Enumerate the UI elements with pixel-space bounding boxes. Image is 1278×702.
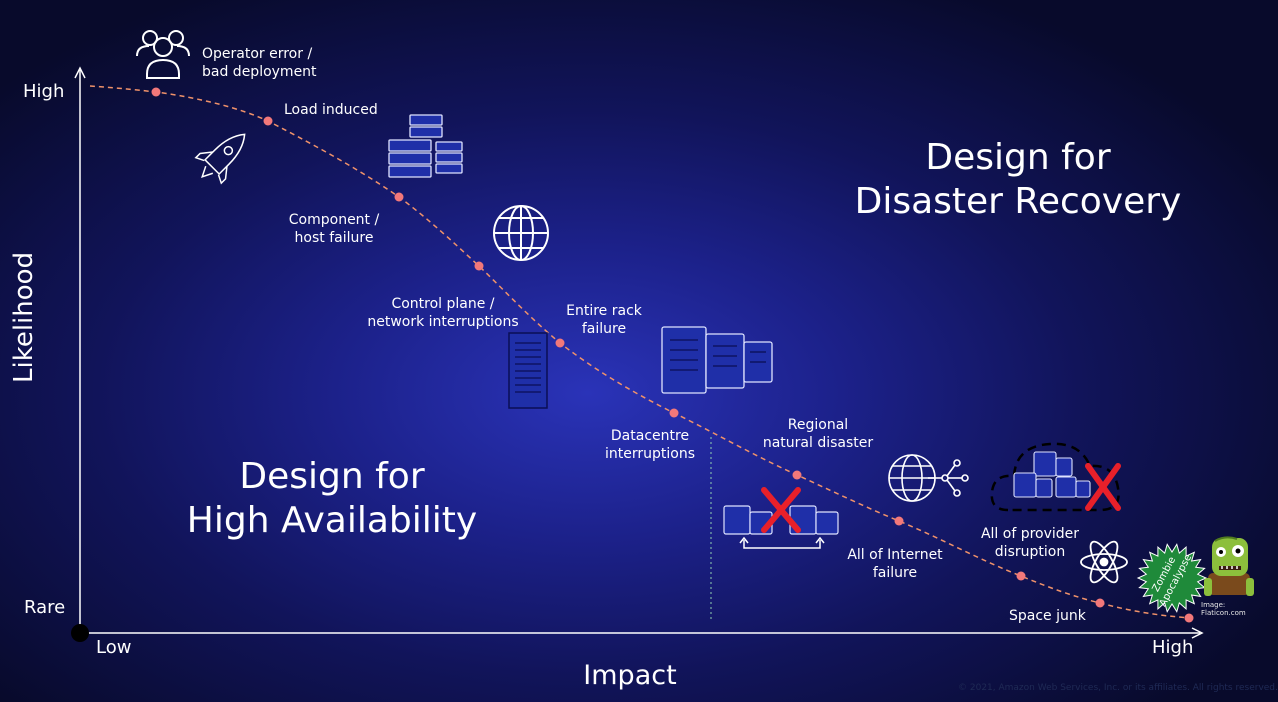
datacenter-cross-icon — [723, 487, 839, 549]
event-label-entire-rack: Entire rack failure — [558, 302, 650, 338]
cloud-cross-icon — [990, 442, 1121, 512]
region-high-availability: Design for High Availability — [166, 455, 498, 543]
event-label-datacentre: Datacentre interruptions — [600, 427, 700, 463]
event-label-line: Regional — [787, 417, 849, 433]
event-label-regional-disaster: Regional natural disaster — [758, 416, 878, 452]
event-label-control-plane: Control plane / network interruptions — [362, 295, 524, 331]
event-label-line: natural disaster — [762, 435, 874, 451]
event-label-line: bad deployment — [202, 64, 317, 80]
event-label-line: Entire rack — [566, 303, 642, 319]
globe-network-icon — [888, 454, 969, 502]
event-label-line: Component / — [288, 212, 380, 228]
event-dot — [894, 516, 904, 526]
users-icon — [136, 30, 190, 79]
event-dot — [555, 338, 565, 348]
zombie-icon — [1204, 536, 1254, 596]
zombie-badge: Zombie Apocalypse — [1136, 543, 1208, 613]
event-label-line: Datacentre — [610, 428, 690, 444]
origin-dot — [71, 624, 89, 642]
event-label-line: All of Internet — [847, 547, 943, 563]
event-label-operator-error: Operator error / bad deployment — [202, 45, 317, 81]
event-label-component-failure: Component / host failure — [278, 211, 390, 247]
event-label-line: failure — [581, 321, 627, 337]
event-dot — [792, 470, 802, 480]
event-dot — [394, 192, 404, 202]
region-right-line-1: Design for — [925, 137, 1111, 178]
event-dot — [1016, 571, 1026, 581]
event-label-space-junk: Space junk — [1009, 607, 1086, 625]
event-dot — [474, 261, 484, 271]
x-axis-arrow — [1191, 627, 1204, 639]
event-label-line: disruption — [994, 544, 1066, 560]
event-label-line: network interruptions — [367, 314, 519, 330]
event-label-line: Control plane / — [391, 296, 495, 312]
event-label-line: host failure — [294, 230, 374, 246]
event-label-line: Operator error / — [202, 46, 313, 62]
rocket-icon — [194, 133, 246, 185]
region-left-line-1: Design for — [239, 456, 425, 497]
event-label-line: failure — [872, 565, 918, 581]
server-stack-icon — [388, 114, 463, 178]
y-rare-label: Rare — [24, 597, 66, 618]
globe-icon — [493, 205, 549, 261]
event-label-load-induced: Load induced — [284, 101, 378, 119]
y-high-label: High — [23, 81, 65, 102]
x-low-label: Low — [96, 637, 132, 658]
event-dot — [1184, 613, 1194, 623]
datacenter-icon — [661, 326, 773, 394]
x-high-label: High — [1152, 637, 1194, 658]
region-right-line-2: Disaster Recovery — [854, 180, 1182, 222]
event-dot — [263, 116, 273, 126]
event-label-internet-failure: All of Internet failure — [840, 546, 950, 582]
event-label-line: interruptions — [604, 446, 695, 462]
event-dot — [1095, 598, 1105, 608]
copyright: © 2021, Amazon Web Services, Inc. or its… — [958, 683, 1278, 693]
x-axis-title: Impact — [583, 660, 677, 691]
event-label-provider-disruption: All of provider disruption — [972, 525, 1088, 561]
image-credit: Image: Flaticon.com — [1201, 601, 1246, 617]
event-dot — [151, 87, 161, 97]
region-left-line-2: High Availability — [186, 499, 478, 541]
server-rack-icon — [508, 332, 548, 409]
atom-icon — [1080, 540, 1128, 584]
region-disaster-recovery: Design for Disaster Recovery — [846, 136, 1190, 224]
event-label-line: Load induced — [284, 102, 378, 118]
y-axis-title: Likelihood — [9, 251, 39, 383]
event-label-line: Space junk — [1009, 608, 1086, 624]
y-axis-arrow — [74, 66, 86, 79]
event-label-line: All of provider — [980, 526, 1080, 542]
event-dot — [669, 408, 679, 418]
